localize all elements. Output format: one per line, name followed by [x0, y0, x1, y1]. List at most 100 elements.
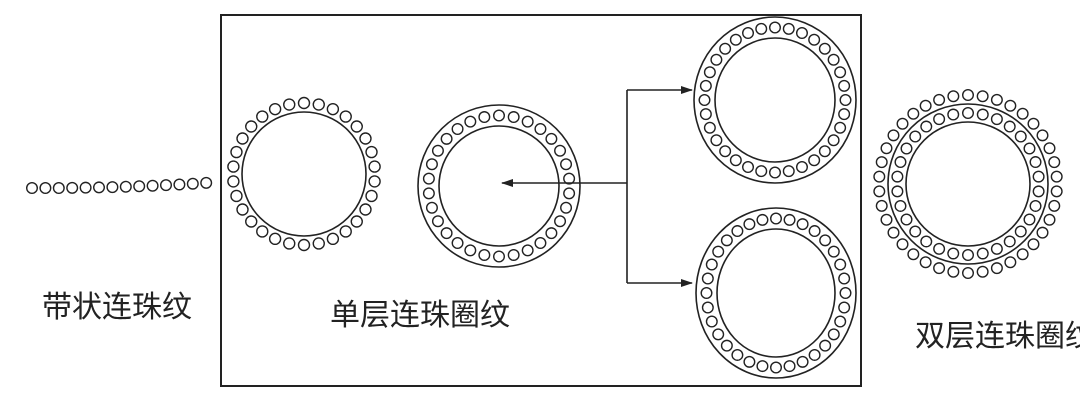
label-band-bead-pattern: 带状连珠纹 — [42, 290, 192, 325]
bead — [782, 165, 795, 178]
bead — [731, 225, 744, 238]
ring-outer-rim — [417, 104, 581, 268]
bead — [796, 218, 809, 231]
bead — [700, 287, 713, 300]
bead — [703, 66, 716, 79]
bead — [976, 265, 989, 278]
bead — [770, 361, 783, 374]
bead — [743, 355, 756, 368]
bead — [990, 262, 1003, 275]
single-layer-ring-variant-top — [693, 16, 857, 184]
bead — [783, 213, 796, 226]
bead — [478, 111, 491, 124]
bead — [933, 262, 946, 275]
bead — [699, 108, 712, 121]
bead — [920, 120, 933, 133]
bead — [521, 115, 534, 128]
bead — [339, 110, 352, 123]
bead — [368, 160, 381, 173]
bead — [493, 109, 506, 122]
bead — [838, 79, 851, 92]
bead — [729, 33, 742, 46]
bead — [896, 117, 909, 130]
bead — [1023, 213, 1036, 226]
bead — [819, 339, 832, 352]
bead — [731, 348, 744, 361]
bead — [719, 42, 732, 55]
label-double-layer-bead-ring: 双层连珠圈纹 — [915, 319, 1080, 354]
group-frame — [220, 14, 862, 387]
bead — [818, 145, 831, 158]
bead — [894, 199, 907, 212]
bead — [92, 181, 105, 194]
bead — [534, 122, 547, 135]
bead — [976, 108, 989, 121]
bead — [710, 134, 723, 147]
bead — [755, 22, 768, 35]
bead — [464, 244, 477, 257]
bead — [880, 213, 893, 226]
bead — [907, 107, 920, 120]
bead — [1029, 199, 1042, 212]
bead — [507, 111, 520, 124]
bead — [1032, 170, 1045, 183]
bead — [796, 355, 809, 368]
bead — [227, 175, 240, 188]
bead — [891, 185, 904, 198]
bead — [1014, 225, 1027, 238]
bead — [186, 177, 199, 190]
bead — [875, 199, 888, 212]
bead — [283, 237, 296, 250]
bead — [478, 248, 491, 261]
bead — [1029, 156, 1042, 169]
bead — [720, 234, 733, 247]
bead — [425, 201, 438, 214]
bead — [1023, 142, 1036, 155]
bead — [698, 93, 711, 106]
bead — [230, 189, 243, 203]
bead — [368, 175, 381, 188]
bead — [880, 142, 893, 155]
bead — [422, 187, 435, 200]
band-bead-row — [26, 176, 213, 194]
bead — [783, 360, 796, 373]
bead — [933, 242, 946, 255]
bead — [1043, 142, 1056, 155]
bead — [712, 245, 725, 258]
bead — [1048, 156, 1061, 169]
bead — [1027, 238, 1040, 251]
bead — [896, 238, 909, 251]
bead — [1003, 120, 1016, 133]
bead — [464, 115, 477, 128]
bead — [245, 215, 258, 228]
bead — [350, 215, 363, 228]
bead — [422, 172, 435, 185]
bead — [838, 108, 851, 121]
bead — [705, 315, 718, 328]
bead — [701, 301, 714, 314]
bead — [133, 180, 146, 193]
bead — [920, 235, 933, 248]
bead — [1016, 107, 1029, 120]
bead — [227, 160, 240, 173]
bead — [26, 181, 39, 194]
bead — [312, 98, 325, 111]
bead — [1036, 129, 1049, 142]
bead — [873, 185, 886, 198]
bead — [66, 181, 79, 194]
bead — [834, 315, 847, 328]
bead — [933, 113, 946, 126]
bead — [875, 156, 888, 169]
bead — [268, 232, 282, 246]
bead — [159, 179, 172, 192]
bead — [339, 225, 352, 238]
bead — [838, 272, 851, 285]
bead — [827, 134, 840, 147]
bead — [701, 272, 714, 285]
bead — [756, 360, 769, 373]
bead — [545, 227, 558, 240]
bead — [554, 215, 567, 228]
bead — [39, 181, 52, 194]
bead — [440, 132, 453, 145]
